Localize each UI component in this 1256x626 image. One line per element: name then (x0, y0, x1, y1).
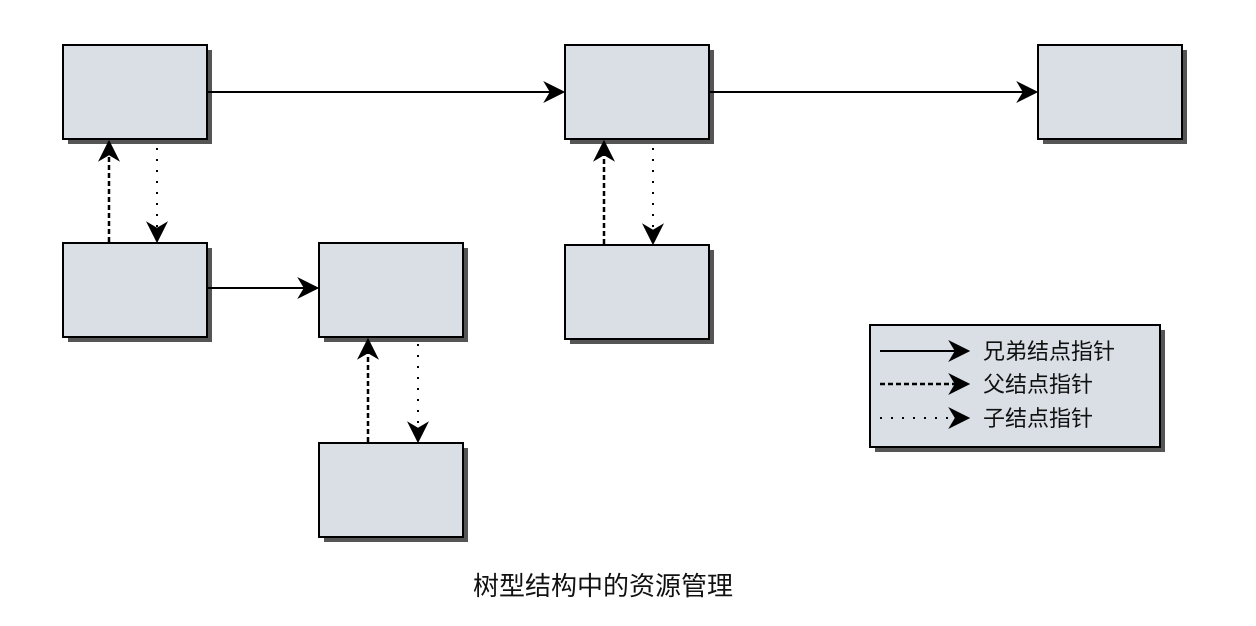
node-root-1 (62, 44, 212, 144)
legend-sibling-label: 兄弟结点指针 (983, 340, 1115, 365)
legend: 兄弟结点指针 父结点指针 子结点指针 (869, 324, 1165, 452)
node-child-2 (564, 244, 714, 344)
node-child-1 (62, 242, 212, 342)
legend-parent-label: 父结点指针 (983, 373, 1093, 398)
node-root-3 (1037, 44, 1187, 144)
legend-child-label: 子结点指针 (983, 407, 1093, 432)
node-child-1-sibling (318, 242, 468, 342)
node-root-2 (564, 44, 714, 144)
figure-caption: 树型结构中的资源管理 (473, 572, 733, 602)
node-grandchild (318, 442, 468, 542)
